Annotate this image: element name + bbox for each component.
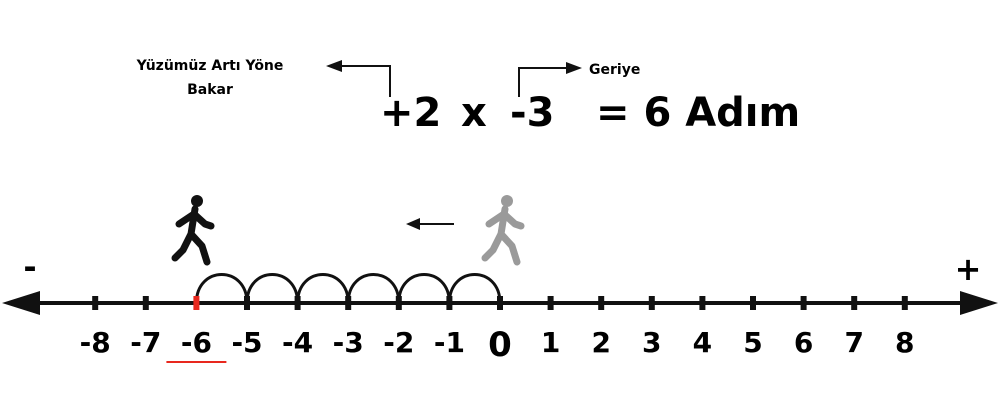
jump-arcs [194, 273, 502, 304]
tick-mark [142, 296, 149, 310]
tick-mark [345, 296, 352, 310]
facing-bracket-arrow [326, 60, 391, 97]
facing-annotation-line2: Bakar [187, 82, 233, 98]
jump-arc [296, 273, 350, 304]
tick-mark [800, 296, 807, 310]
tick-mark [395, 296, 402, 310]
tick-label: -7 [130, 326, 161, 359]
tick-label: -2 [383, 326, 414, 359]
tick-label: -4 [282, 326, 313, 359]
tick-mark [92, 296, 99, 310]
tick-label: -5 [231, 326, 262, 359]
tick-label: 5 [743, 326, 762, 359]
tick-label: -1 [434, 326, 465, 359]
equation-steps: -3 [510, 90, 554, 136]
tick-label: -8 [80, 326, 111, 359]
positive-arrowhead [960, 291, 998, 315]
tick-label: 0 [488, 325, 512, 365]
tick-label: 8 [895, 326, 914, 359]
start-walker-icon [481, 195, 525, 266]
tick-label: 6 [794, 326, 813, 359]
jump-arc [346, 273, 401, 304]
tick-label: 2 [591, 326, 610, 359]
equation-result: = 6 Adım [596, 90, 800, 136]
backward-annotation: Geriye [589, 62, 640, 78]
tick-marks [92, 296, 908, 310]
tick-mark [851, 296, 858, 310]
tick-label: 3 [642, 326, 661, 359]
backward-bracket-arrow [518, 62, 582, 97]
jump-arc [194, 273, 249, 304]
tick-mark [497, 296, 503, 310]
jump-arc [447, 273, 502, 304]
negative-sign: - [23, 248, 36, 286]
tick-mark [446, 296, 453, 310]
equation-facing: +2 [380, 90, 441, 136]
tick-label: -6 [181, 326, 212, 359]
tick-answer [193, 296, 200, 310]
tick-mark [547, 296, 554, 310]
jump-arc [397, 273, 451, 304]
jump-arc [245, 273, 300, 304]
facing-annotation-line1: Yüzümüz Artı Yöne [136, 58, 284, 74]
tick-label: 1 [541, 326, 560, 359]
tick-mark [244, 296, 250, 310]
tick-mark [598, 296, 605, 310]
direction-left-arrow-icon [406, 218, 454, 230]
tick-mark [699, 296, 706, 310]
tick-mark [648, 296, 655, 310]
tick-mark [294, 296, 301, 310]
equation-times: x [461, 90, 487, 136]
tick-mark [750, 296, 756, 310]
negative-arrowhead [2, 291, 40, 315]
positive-sign: + [955, 250, 982, 288]
tick-label: -3 [333, 326, 364, 359]
tick-mark [901, 296, 908, 310]
end-walker-icon [171, 195, 215, 266]
tick-label: 7 [844, 326, 863, 359]
tick-label: 4 [693, 326, 712, 359]
